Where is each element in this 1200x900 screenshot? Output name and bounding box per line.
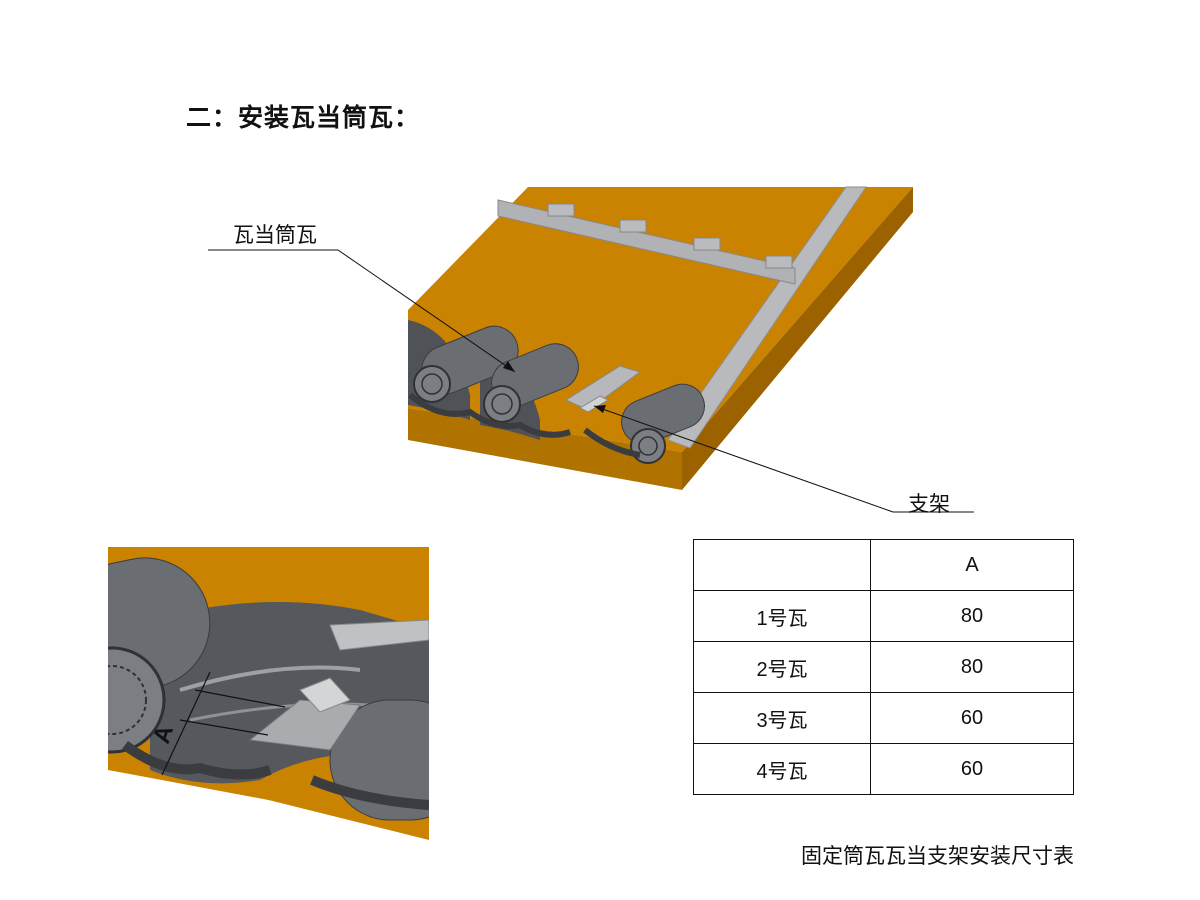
side-rail [667,186,867,449]
tile-drip-edge [408,392,571,438]
tile-leader-arrow [503,361,515,372]
table-cell-value: 60 [870,692,1074,744]
bracket-leader-line [593,405,974,513]
batten-tooth [619,219,647,233]
detail-bracket [248,699,361,751]
table-header-cell: A [870,539,1074,591]
tile-callout-label: 瓦当筒瓦 [233,223,317,247]
roof-board-front-edge [408,408,682,490]
table-cell-tile: 4号瓦 [693,743,871,795]
tile-drip-edge [583,427,641,458]
tile-roll [621,383,705,445]
table-cell-tile: 1号瓦 [693,590,871,642]
bracket-leader-arrow [594,405,606,413]
batten-tooth [693,237,721,251]
page-heading: 二：安装瓦当筒瓦： [186,103,421,132]
detail-bracket [329,619,429,651]
table-row: 1号瓦 80 [693,590,1074,642]
bracket-plate [578,395,610,413]
table-cell-value: 60 [870,743,1074,795]
table-header-row: A [693,539,1074,591]
table-cell-tile: 3号瓦 [693,692,871,744]
batten-tooth [547,203,575,217]
roof-board-side-edge [682,187,913,490]
tile-leader-line [208,249,516,373]
table-cell-value: 80 [870,590,1074,642]
table-cell-tile: 2号瓦 [693,641,871,693]
tile-end-disc [483,385,521,423]
table-row: 3号瓦 60 [693,692,1074,744]
batten-tooth [765,255,793,269]
table-cell-value: 80 [870,641,1074,693]
bracket-callout-label: 支架 [908,492,950,516]
size-table: A 1号瓦 80 2号瓦 80 3号瓦 60 4号瓦 60 [693,539,1074,795]
detail-tile-end-disc [108,646,166,754]
table-row: 4号瓦 60 [693,743,1074,795]
table-header-cell [693,539,871,591]
table-row: 2号瓦 80 [693,641,1074,693]
tile-group [408,320,705,464]
tile-end-disc [413,365,451,403]
table-caption: 固定筒瓦瓦当支架安装尺寸表 [801,844,1074,868]
bracket [564,365,642,411]
